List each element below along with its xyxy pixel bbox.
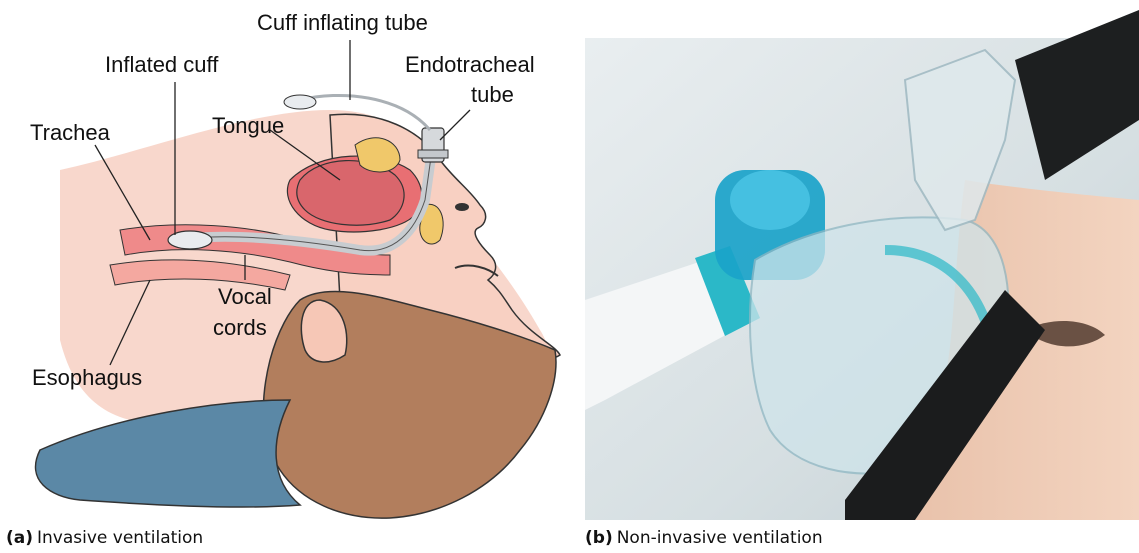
label-trachea: Trachea — [30, 120, 111, 145]
label-esophagus: Esophagus — [32, 365, 142, 390]
caption-b-letter: (b) — [585, 528, 613, 548]
caption-b-text: Non-invasive ventilation — [617, 528, 823, 548]
invasive-ventilation-diagram: Cuff inflating tube Inflated cuff Endotr… — [0, 0, 580, 553]
label-inflated-cuff: Inflated cuff — [105, 52, 219, 77]
nostril — [455, 203, 469, 211]
caption-non-invasive: (b)Non-invasive ventilation — [585, 528, 823, 548]
intubation-illustration: Cuff inflating tube Inflated cuff Endotr… — [0, 0, 580, 520]
pillow — [36, 400, 300, 507]
label-tube: tube — [471, 82, 514, 107]
caption-invasive: (a)Invasive ventilation — [6, 528, 203, 548]
caption-a-letter: (a) — [6, 528, 33, 548]
label-cuff-inflating-tube: Cuff inflating tube — [257, 10, 428, 35]
label-cords: cords — [213, 315, 267, 340]
label-endotracheal: Endotracheal — [405, 52, 535, 77]
label-tongue: Tongue — [212, 113, 284, 138]
mask-photo-illustration — [585, 0, 1139, 520]
pilot-balloon — [284, 95, 316, 109]
label-vocal: Vocal — [218, 284, 272, 309]
non-invasive-ventilation-photo — [585, 0, 1139, 553]
caption-a-text: Invasive ventilation — [37, 528, 203, 548]
